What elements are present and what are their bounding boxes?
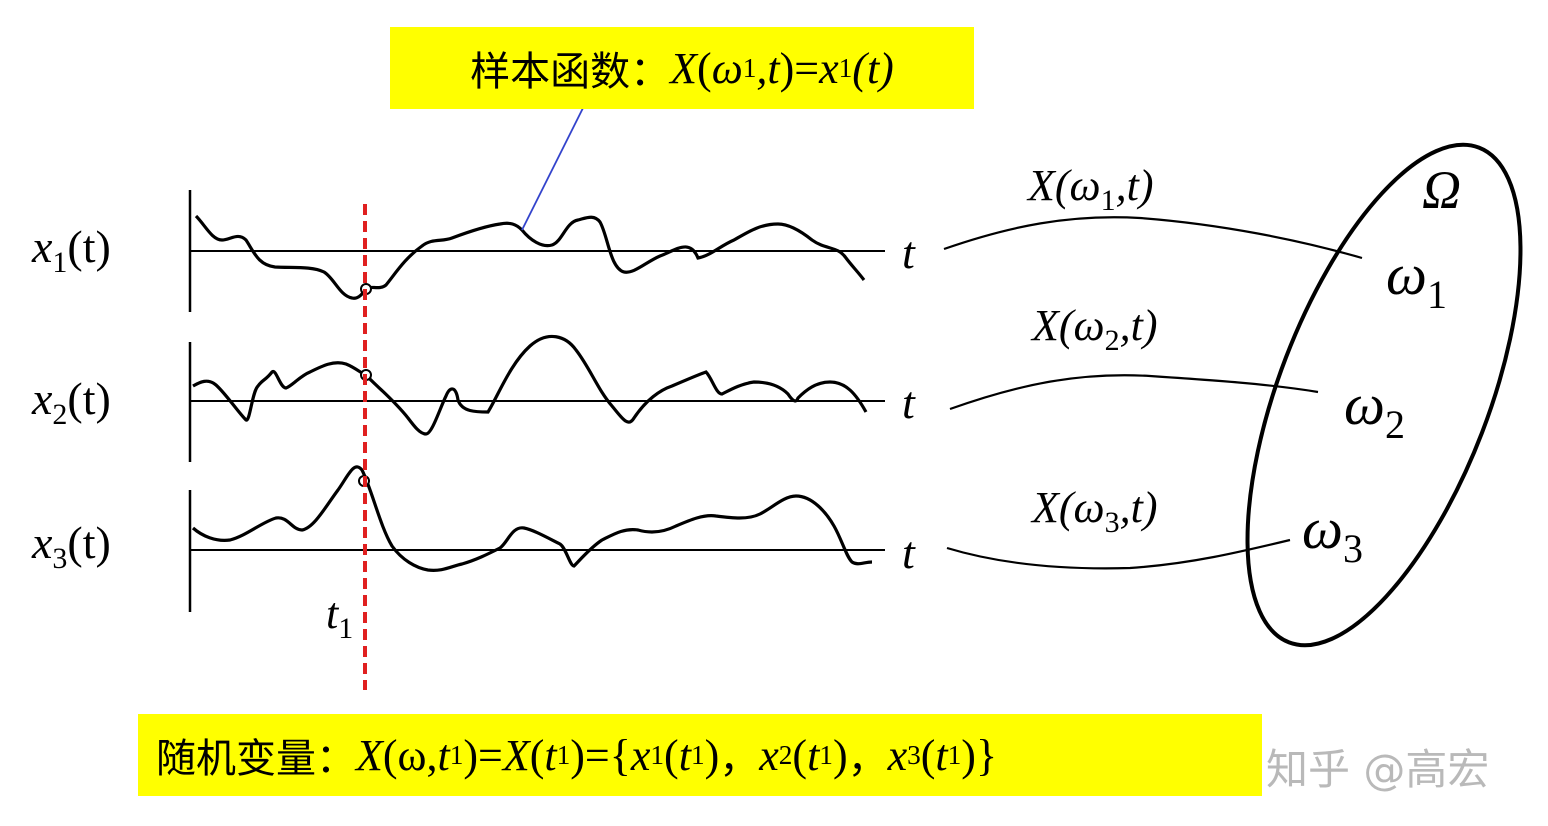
rv-sep1: ，: [719, 736, 760, 782]
rv-x1-sub: 1: [650, 739, 665, 770]
sample-space-ellipse: [1245, 142, 1523, 648]
row3-axis-t-label: t: [902, 527, 916, 578]
rv-x2-arg-t: t: [807, 730, 820, 780]
rv-t2: t: [544, 730, 557, 780]
omega-element-3: ω3: [1302, 496, 1363, 571]
banner-comma-t: ,t: [756, 43, 780, 93]
sample-function-curve-3: [191, 465, 873, 572]
rv-x3-arg-close: ): [961, 730, 976, 780]
rv-x2-arg-sub: 1: [819, 739, 833, 770]
sample-function-curve-2: [192, 334, 868, 436]
mapping-curve-2: [949, 374, 1319, 411]
random-variable-prefix: 随机变量：: [156, 736, 356, 782]
row2-axis-t-label: t: [902, 377, 916, 428]
sample-space-label: Ω: [1422, 160, 1461, 220]
rv-x2-arg-open: (: [792, 730, 808, 780]
rv-x2: x: [759, 730, 779, 780]
rv-x2-arg-close: ): [832, 730, 848, 780]
rv-x1-arg-sub: 1: [690, 739, 705, 770]
banner-omega: ω: [711, 43, 743, 93]
watermark: 知乎 @高宏: [1266, 745, 1490, 794]
rv-x3-sub: 3: [907, 739, 921, 770]
banner-close-eq: )=: [779, 43, 820, 93]
rv-part1: (ω,: [382, 730, 438, 780]
rv-t1: t: [437, 730, 450, 780]
banner-x: x: [819, 43, 839, 93]
sample-function-prefix: 样本函数：: [470, 49, 671, 95]
banner-omega-sub: 1: [742, 52, 757, 83]
rv-x3-arg-sub: 1: [947, 739, 962, 770]
mapping-curve-1: [943, 216, 1363, 260]
mapping-label-2: X(ω2,t): [1030, 301, 1158, 357]
rv-part3: (: [529, 730, 545, 780]
rv-x1-arg-open: (: [664, 730, 679, 780]
rv-x1-arg-t: t: [678, 730, 691, 780]
leader-line: [521, 107, 584, 231]
banner-x-sub: 1: [838, 52, 853, 83]
rv-sep2: ，: [847, 736, 888, 782]
rv-X2: X: [502, 730, 530, 780]
rv-end: }: [975, 730, 998, 780]
sample-function-curve-1: [194, 214, 866, 300]
mapping-label-1: X(ω1,t): [1026, 161, 1154, 217]
mapping-curve-3: [946, 538, 1291, 570]
omega-element-2: ω2: [1344, 372, 1405, 447]
banner-open-paren: (: [697, 43, 712, 93]
row2-label: x2(t): [31, 373, 111, 431]
mapping-label-3: X(ω3,t): [1030, 483, 1158, 539]
row1-axis-t-label: t: [902, 227, 916, 278]
rv-x3-arg-open: (: [920, 730, 936, 780]
t1-label: t1: [326, 589, 353, 645]
rv-x1: x: [630, 730, 651, 780]
banner-X: X: [670, 43, 698, 93]
rv-part4: )={: [570, 730, 631, 780]
rv-part2: )=: [463, 730, 503, 780]
rv-t1-sub: 1: [449, 739, 464, 770]
omega-element-1: ω1: [1386, 242, 1447, 317]
rv-x2-sub: 2: [778, 739, 793, 770]
banner-tail: (t): [852, 43, 894, 93]
rv-x1-arg-close: ): [704, 730, 720, 780]
rv-t2-sub: 1: [556, 739, 571, 770]
row1-label: x1(t): [31, 221, 111, 279]
rv-x3-arg-t: t: [935, 730, 948, 780]
rv-X1: X: [356, 730, 383, 780]
rv-x3: x: [887, 730, 908, 780]
row3-label: x3(t): [31, 517, 111, 575]
